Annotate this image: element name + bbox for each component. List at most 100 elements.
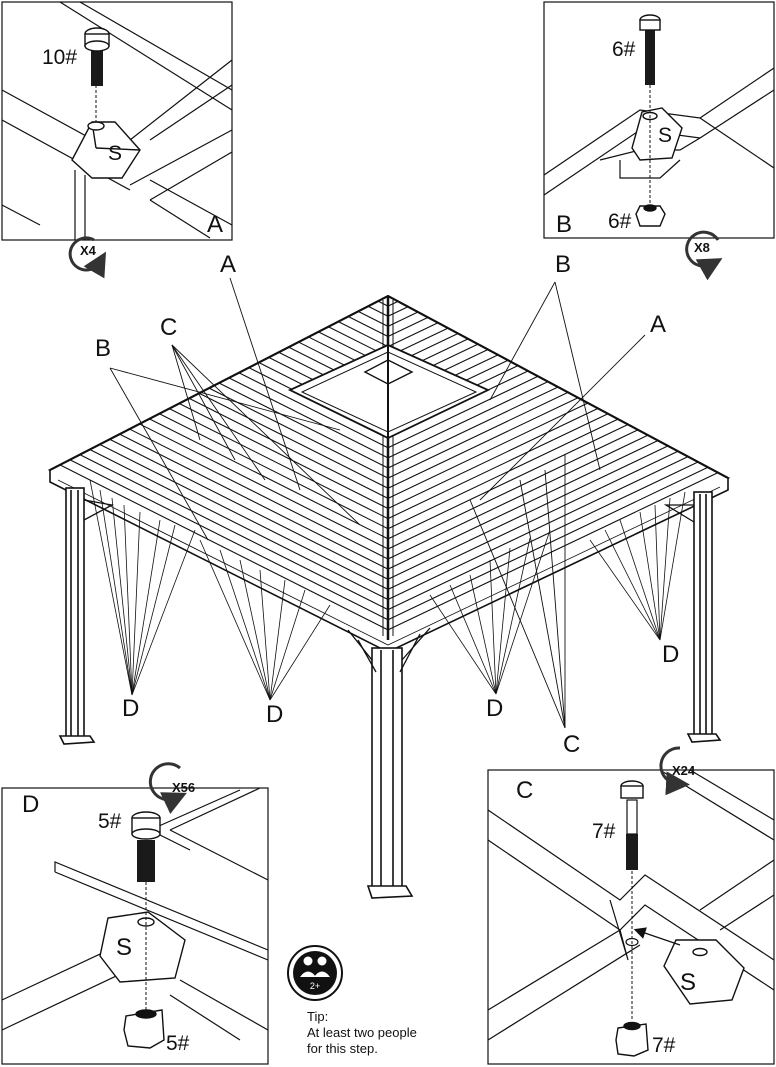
roof-rib — [347, 315, 389, 337]
roof-rib — [99, 443, 389, 590]
label-d-2: D — [266, 701, 283, 728]
roof-rib — [139, 423, 389, 550]
nut-b — [635, 204, 666, 227]
leader-line-d — [259, 569, 271, 701]
leader-line-d — [654, 504, 661, 641]
bolt-b — [639, 14, 661, 205]
rotate-arrow-icon: X56 — [148, 762, 195, 814]
detail-c-block-label: S — [680, 969, 696, 996]
roof-rib — [387, 397, 579, 489]
leader-line-d — [131, 529, 196, 696]
tip-line-1: At least two people — [307, 1025, 417, 1040]
label-d-3: D — [486, 695, 503, 722]
roof-rib — [387, 386, 559, 469]
roof-rib — [387, 391, 569, 479]
leader-line-d — [269, 604, 331, 701]
detail-d-nut-label: 5# — [166, 1032, 190, 1055]
s-block-a — [71, 121, 141, 179]
leader-line-d — [429, 594, 497, 695]
s-block-c — [663, 939, 745, 1005]
roof-rib — [79, 454, 389, 611]
leader-line-d — [495, 537, 531, 695]
two-people-icon: 2+ — [287, 945, 343, 1001]
detail-b-block-label: S — [658, 124, 672, 147]
detail-c-nut-label: 7# — [652, 1034, 676, 1057]
roof-rib — [377, 300, 389, 307]
roof-rib — [59, 464, 389, 631]
roof-rib — [387, 418, 619, 530]
leader-line-d — [89, 479, 133, 696]
leader-line-d — [131, 519, 161, 696]
tip-people-count: 2+ — [310, 981, 320, 991]
nut-d — [123, 1009, 165, 1049]
bolt-c — [620, 780, 644, 1020]
roof-rib — [387, 423, 629, 540]
roof-rib — [198, 392, 389, 489]
roof-rib — [89, 449, 389, 601]
roof-rib — [119, 433, 389, 570]
s-block-d — [99, 911, 186, 983]
roof-rib — [387, 375, 539, 449]
detail-d-panel: S 5# 5# D — [1, 787, 269, 1065]
leader-line-d — [123, 504, 133, 696]
bolt-d — [131, 811, 161, 1012]
label-d-1: D — [122, 695, 139, 722]
leader-line-d — [269, 589, 306, 701]
roof-rib — [169, 408, 389, 520]
detail-b-screw-label: 6# — [612, 38, 636, 61]
roof-rib — [338, 321, 389, 348]
detail-b-count: X8 — [694, 240, 710, 255]
roof-rib — [69, 459, 389, 621]
roof-rib — [387, 306, 409, 317]
detail-c-screw-label: 7# — [592, 820, 616, 843]
leader-line-d — [495, 547, 511, 695]
rotate-arrow-icon: X8 — [685, 230, 723, 281]
detail-c-letter: C — [516, 777, 533, 804]
main-callout-labels: A A B B C C D D D D — [95, 251, 679, 758]
label-b-left: B — [95, 335, 111, 362]
roof-rib — [387, 434, 649, 560]
leader-line-d — [659, 497, 671, 641]
roof-rib — [357, 310, 389, 327]
detail-b-letter: B — [556, 211, 572, 238]
roof-rib — [387, 472, 719, 631]
leader-line-d — [269, 579, 286, 701]
detail-d-letter: D — [22, 791, 39, 818]
roof-rib — [367, 305, 389, 317]
tip-line-2: for this step. — [307, 1041, 378, 1056]
leader-line-d — [449, 584, 497, 695]
nut-c — [615, 1021, 649, 1057]
detail-a-count: X4 — [80, 243, 97, 258]
roof-rib — [387, 445, 669, 580]
leader-line-d — [99, 489, 133, 696]
label-c-left: C — [160, 314, 177, 341]
roof-rib — [387, 440, 659, 570]
leader-line-d — [639, 511, 661, 641]
gazebo-illustration — [47, 277, 731, 899]
roof-rib — [387, 402, 589, 499]
detail-b-panel: S 6# 6# B — [543, 1, 775, 239]
detail-a-letter: A — [207, 211, 223, 238]
roof-rib — [387, 466, 709, 621]
label-d-4: D — [662, 641, 679, 668]
roof-rib — [129, 428, 389, 560]
roof-rib — [188, 397, 389, 499]
roof-rib — [387, 300, 399, 307]
detail-a-screw-label: 10# — [42, 46, 77, 69]
leader-line-d — [199, 539, 271, 701]
leader-line-d — [489, 559, 497, 695]
roof-rib — [387, 407, 599, 509]
roof-rib — [228, 377, 389, 459]
roof-rib — [387, 316, 429, 337]
label-a-right: A — [650, 311, 666, 338]
label-a-left: A — [220, 251, 236, 278]
bolt-a — [84, 27, 110, 122]
detail-d-screw-label: 5# — [98, 810, 122, 833]
leader-line-d — [111, 497, 133, 696]
detail-a-block-label: S — [108, 142, 122, 165]
roof-rib — [387, 311, 419, 327]
rotate-arrow-icon: X4 — [68, 236, 107, 279]
detail-b-nut-label: 6# — [608, 210, 632, 233]
roof-rib — [387, 461, 699, 611]
